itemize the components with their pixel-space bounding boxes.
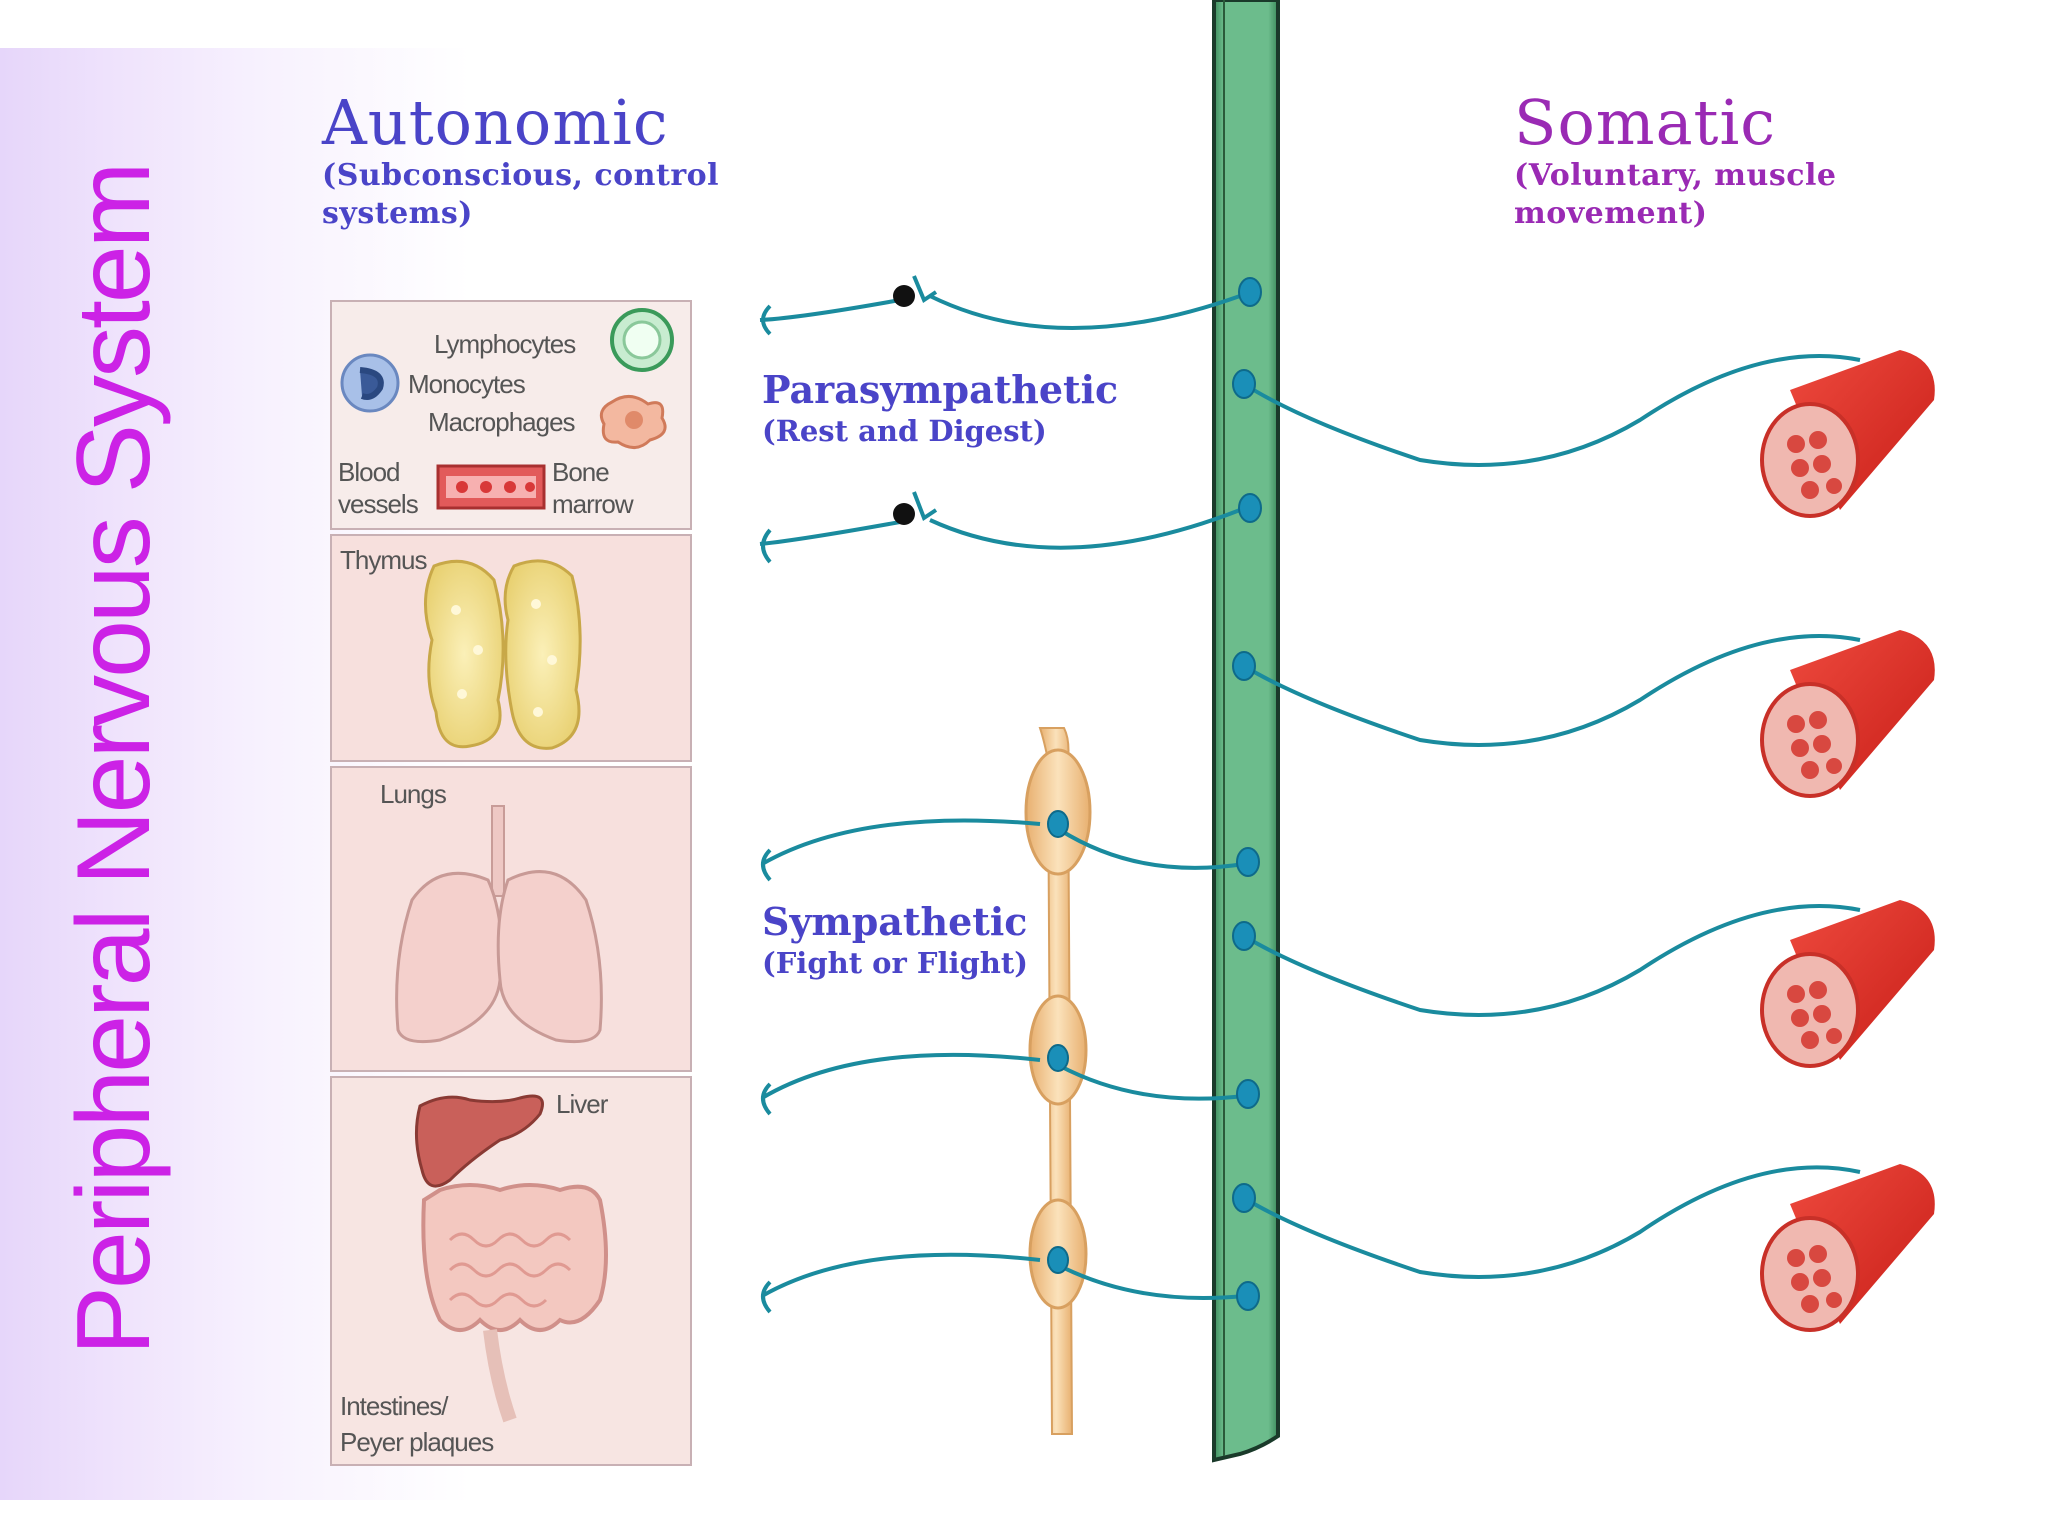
sympathetic-sublabel: (Fight or Flight) (762, 946, 1028, 980)
autonomic-subtitle-line2: systems) (322, 196, 473, 231)
lungs-icon (395, 805, 603, 1044)
label-macrophages: Macrophages (428, 407, 576, 437)
somatic-heading: Somatic (1514, 86, 1777, 159)
somatic-subtitle-line1: (Voluntary, muscle (1514, 158, 1837, 193)
label-lungs: Lungs (380, 779, 447, 809)
label-liver: Liver (556, 1089, 608, 1119)
label-monocytes: Monocytes (408, 369, 526, 399)
muscle-bundle-icon-2 (1760, 630, 1935, 798)
parasympathetic-label: Parasympathetic (762, 367, 1119, 412)
somatic-subtitle-line2: movement) (1514, 196, 1708, 231)
sympathetic-label: Sympathetic (762, 899, 1028, 944)
autonomic-heading: Autonomic (322, 86, 669, 159)
label-peyer-plaques: Peyer plaques (340, 1427, 494, 1457)
nerve-endings (761, 304, 772, 1314)
spinal-nodes (1047, 277, 1262, 1311)
sympathetic-nerves (760, 818, 1245, 1300)
parasympathetic-ganglion-2 (893, 491, 938, 525)
lymphocyte-cell-icon (610, 308, 674, 372)
label-bone: Bone (552, 457, 610, 487)
muscle-bundle-icon-4 (1760, 1164, 1935, 1332)
muscle-bundle-icon-1 (1760, 350, 1935, 518)
parasympathetic-ganglion-1 (893, 275, 938, 307)
label-vessels: vessels (338, 489, 419, 519)
monocyte-cell-icon (340, 353, 400, 413)
liver-icon (414, 1094, 544, 1188)
parasympathetic-sublabel: (Rest and Digest) (762, 414, 1047, 448)
muscle-bundle-icon-3 (1760, 900, 1935, 1068)
label-marrow: marrow (552, 489, 634, 519)
thymus-icon (423, 559, 582, 750)
blood-vessel-icon (436, 464, 546, 510)
intestines-icon (421, 1183, 608, 1423)
spinal-cord (1212, 0, 1280, 1463)
parasympathetic-nerves (759, 294, 1241, 550)
label-blood: Blood (338, 457, 400, 487)
macrophage-cell-icon (599, 395, 667, 449)
label-intestines: Intestines/ (340, 1391, 449, 1421)
label-lymphocytes: Lymphocytes (434, 329, 576, 359)
somatic-nerves (1242, 354, 1861, 1279)
label-thymus: Thymus (340, 545, 427, 575)
autonomic-subtitle-line1: (Subconscious, control (322, 158, 720, 193)
